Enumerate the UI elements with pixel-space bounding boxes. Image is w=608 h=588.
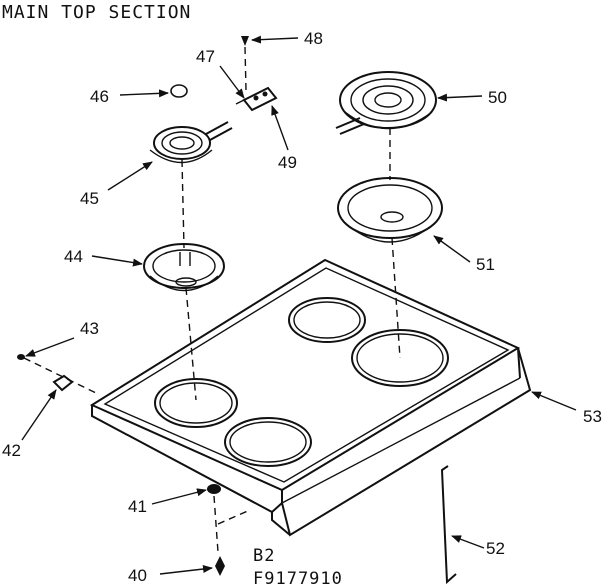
diagram-code-b2: B2 [253,546,275,566]
element-cap [170,84,188,98]
callout-49: 49 [278,153,297,172]
diagram-code-number: F9177910 [253,569,343,588]
callout-47: 47 [196,47,215,66]
leveling-leg-40 [215,556,225,576]
drip-pan-large [337,177,443,243]
callout-46: 46 [90,87,109,106]
burner-opening-front-left [154,378,238,428]
burner-opening-back-right [351,329,449,387]
trim-strip-52 [440,465,457,585]
bumper-41 [207,484,221,494]
drip-pan-small [143,243,225,292]
callout-45: 45 [80,189,99,208]
cooktop-main-top [89,258,532,537]
callout-52: 52 [486,539,505,558]
callout-51: 51 [476,255,495,274]
callout-40: 40 [128,566,147,585]
callout-43: 43 [80,319,99,338]
callout-42: 42 [2,441,21,460]
callout-53: 53 [583,407,602,426]
small-surface-element [149,121,233,164]
burner-opening-back-left [288,297,366,343]
callout-48: 48 [304,29,323,48]
terminal-block [235,86,278,112]
callout-41: 41 [128,497,147,516]
callout-44: 44 [64,247,83,266]
screw-48 [241,36,249,46]
screw-43 [17,354,25,360]
callout-50: 50 [488,88,507,107]
diagram-title: MAIN TOP SECTION [2,2,191,23]
bracket-42 [52,374,74,392]
large-surface-element [335,71,437,135]
burner-opening-front-right [224,417,312,467]
assembly-lines [23,46,401,553]
leader-arrows [21,35,577,575]
